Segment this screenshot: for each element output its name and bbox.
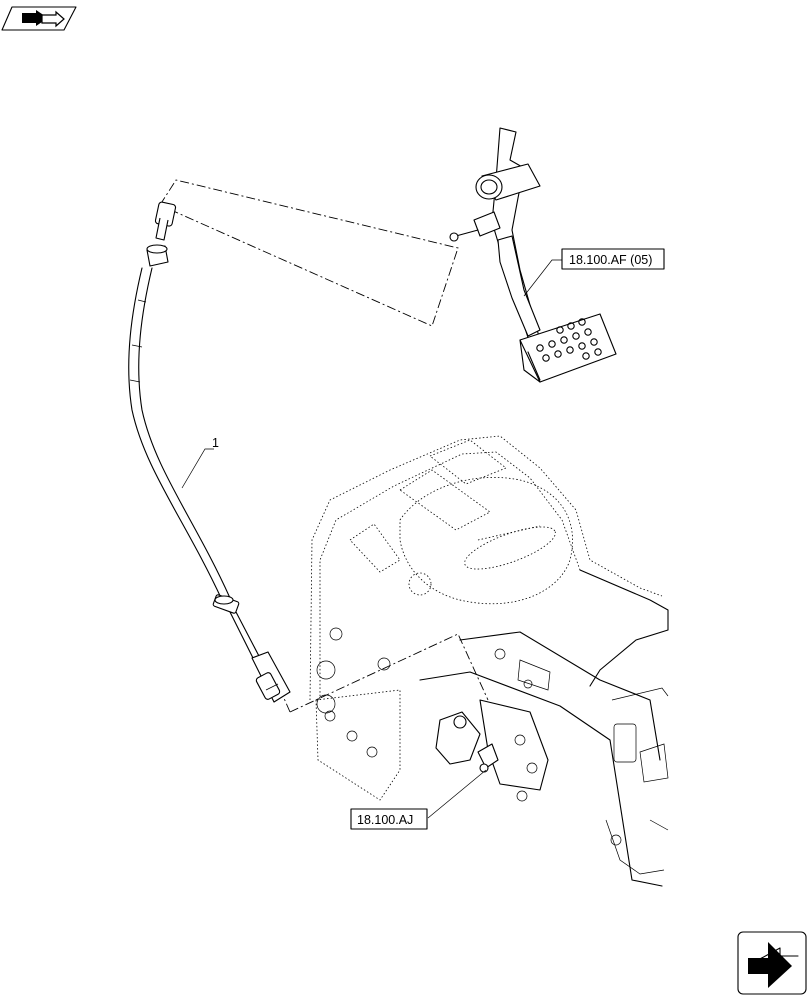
transmission-ref-box[interactable] bbox=[350, 808, 428, 830]
transmission-ref-label[interactable]: 18.100.AJ bbox=[357, 813, 413, 827]
pedal-ref-box[interactable] bbox=[561, 248, 665, 270]
next-page-arrow-icon[interactable] bbox=[737, 931, 807, 995]
view-orientation-icon[interactable] bbox=[1, 6, 77, 31]
pedal-ref-leader bbox=[523, 259, 562, 297]
item-1-leader bbox=[181, 448, 214, 489]
transmission-housing bbox=[309, 435, 669, 887]
clutch-pedal bbox=[449, 127, 617, 383]
item-1-number: 1 bbox=[212, 436, 219, 450]
pedal-ref-label[interactable]: 18.100.AF (05) bbox=[569, 253, 652, 267]
control-cable bbox=[128, 201, 291, 703]
transmission-ref-leader bbox=[427, 769, 487, 819]
dash-dot-leaders bbox=[159, 179, 489, 713]
